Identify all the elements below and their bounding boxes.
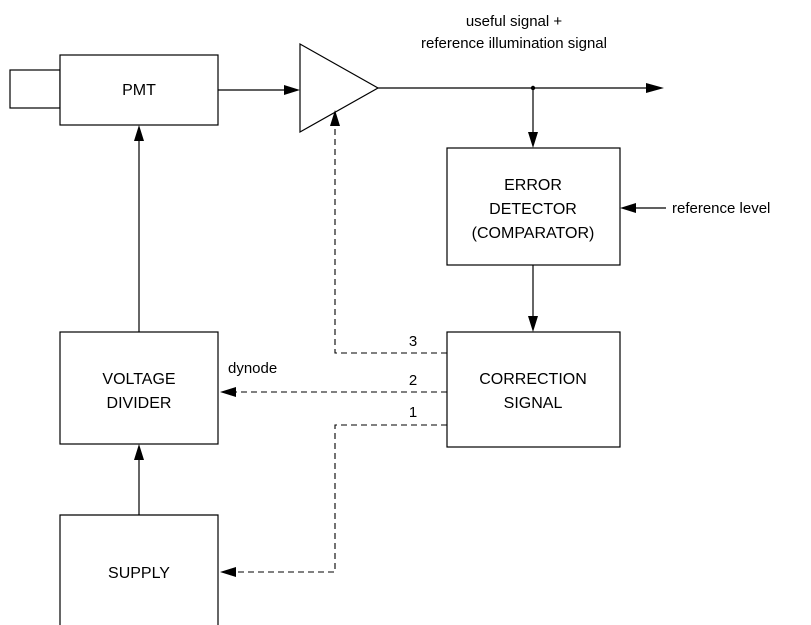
supply-to-divider-arrowhead: [134, 444, 144, 460]
divider-to-pmt-arrowhead: [134, 125, 144, 141]
path-3-dashed-line: [334, 125, 447, 354]
pmt-block: PMT: [59, 54, 219, 126]
supply-block: SUPPLY: [59, 514, 219, 625]
output-signal-arrowhead: [646, 83, 664, 93]
path-2-arrowhead: [220, 387, 236, 397]
reference-level-label: reference level: [672, 200, 770, 217]
output-signal-label-line-1: useful signal +: [466, 13, 563, 30]
error-detector-label-line-1: ERROR: [504, 177, 562, 194]
path-2-label: 2: [409, 372, 417, 389]
error-detector-label-line-2: DETECTOR: [489, 201, 577, 218]
path-3-arrowhead: [330, 110, 340, 126]
dynode-label: dynode: [228, 360, 277, 377]
error-detector-block: ERROR DETECTOR (COMPARATOR): [446, 147, 621, 266]
correction-signal-block: CORRECTION SIGNAL: [446, 331, 621, 448]
amplifier-triangle: [299, 42, 380, 134]
correction-signal-label-line-2: SIGNAL: [504, 395, 563, 412]
error-detector-label-line-3: (COMPARATOR): [472, 225, 595, 242]
output-signal-label-line-2: reference illumination signal: [421, 35, 607, 52]
reference-level-arrowhead: [620, 203, 636, 213]
detector-to-correction-arrowhead: [528, 316, 538, 332]
path-1-arrowhead: [220, 567, 236, 577]
correction-signal-label-line-1: CORRECTION: [479, 371, 587, 388]
path-1-label: 1: [409, 404, 417, 421]
output-to-detector-arrowhead: [528, 132, 538, 148]
pmt-to-amplifier-arrowhead: [284, 85, 300, 95]
path-3-label: 3: [409, 333, 417, 350]
voltage-divider-label-line-2: DIVIDER: [107, 395, 172, 412]
voltage-divider-label-line-1: VOLTAGE: [102, 371, 175, 388]
pmt-label: PMT: [122, 82, 156, 99]
supply-label: SUPPLY: [108, 565, 170, 582]
pmt-window-stub: [9, 69, 61, 109]
path-1-dashed-line: [236, 424, 447, 573]
voltage-divider-block: VOLTAGE DIVIDER: [59, 331, 219, 445]
